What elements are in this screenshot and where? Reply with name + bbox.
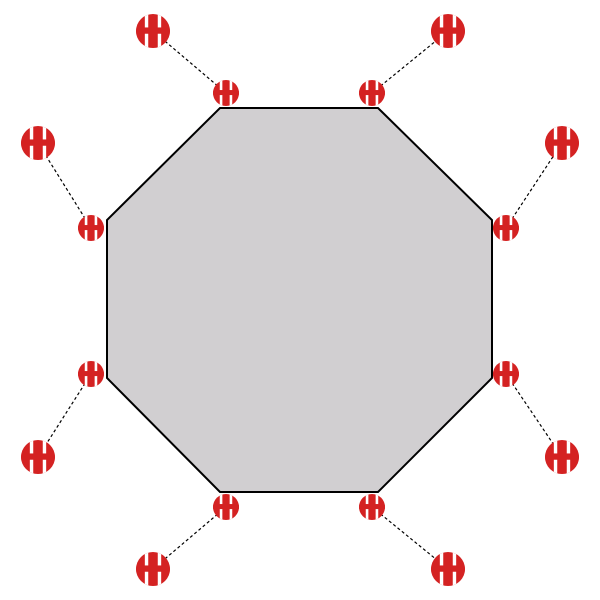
anchor-inner-bottom-left-icon	[213, 494, 239, 520]
anchor-outer-top-right-icon	[431, 14, 465, 48]
anchor-outer-bottom-left-icon	[136, 552, 170, 586]
anchor-inner-right-lower-icon	[493, 361, 519, 387]
anchor-outer-left-upper-icon	[21, 126, 55, 160]
anchor-inner-left-upper-icon	[78, 215, 104, 241]
octagon-shape	[106, 107, 493, 493]
anchor-outer-top-left-icon	[136, 14, 170, 48]
anchor-inner-bottom-right-icon	[359, 494, 385, 520]
anchor-outer-bottom-right-icon	[431, 552, 465, 586]
anchor-outer-right-lower-icon	[545, 440, 579, 474]
anchors-group	[21, 14, 579, 586]
anchor-outer-right-upper-icon	[545, 126, 579, 160]
anchor-outer-left-lower-icon	[21, 440, 55, 474]
anchor-inner-left-lower-icon	[78, 361, 104, 387]
anchor-inner-top-left-icon	[213, 80, 239, 106]
anchor-inner-right-upper-icon	[493, 215, 519, 241]
anchor-inner-top-right-icon	[359, 80, 385, 106]
